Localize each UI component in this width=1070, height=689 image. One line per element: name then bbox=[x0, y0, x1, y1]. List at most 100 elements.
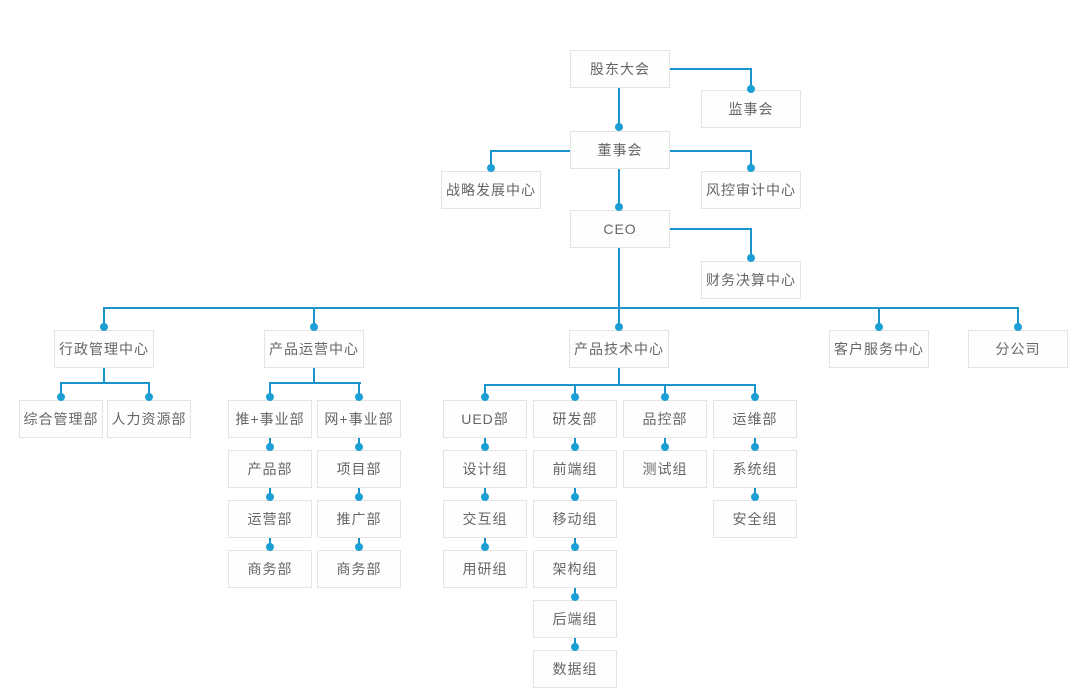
node-board-of-directors: 董事会 bbox=[570, 131, 670, 169]
node-supervisory-board: 监事会 bbox=[701, 90, 801, 128]
node-branch-company: 分公司 bbox=[968, 330, 1068, 368]
connector-line bbox=[358, 488, 360, 497]
connector-dot bbox=[661, 443, 669, 451]
connector-line bbox=[484, 438, 486, 447]
node-operations-dept: 运营部 bbox=[228, 500, 312, 538]
connector-line bbox=[754, 488, 756, 497]
node-admin-center: 行政管理中心 bbox=[54, 330, 154, 368]
connector-dot bbox=[355, 493, 363, 501]
node-wang-division: 网+事业部 bbox=[317, 400, 401, 438]
node-customer-service-center: 客户服务中心 bbox=[829, 330, 929, 368]
node-business-dept-1: 商务部 bbox=[228, 550, 312, 588]
connector-line bbox=[618, 248, 620, 308]
connector-dot bbox=[1014, 323, 1022, 331]
connector-dot bbox=[571, 493, 579, 501]
node-ceo: CEO bbox=[570, 210, 670, 248]
connector-line bbox=[313, 307, 315, 327]
connector-line bbox=[60, 382, 62, 397]
node-user-research-group: 用研组 bbox=[443, 550, 527, 588]
connector-dot bbox=[481, 393, 489, 401]
node-product-dept: 产品部 bbox=[228, 450, 312, 488]
node-hr-dept: 人力资源部 bbox=[107, 400, 191, 438]
connector-line bbox=[618, 169, 620, 207]
connector-line bbox=[574, 538, 576, 547]
connector-line bbox=[574, 384, 576, 397]
connector-line bbox=[574, 588, 576, 597]
node-product-tech-center: 产品技术中心 bbox=[569, 330, 669, 368]
connector-line bbox=[750, 150, 752, 168]
connector-line bbox=[878, 307, 880, 327]
connector-line bbox=[358, 438, 360, 447]
node-general-admin-dept: 综合管理部 bbox=[19, 400, 103, 438]
connector-line bbox=[103, 307, 1019, 309]
connector-line bbox=[664, 438, 666, 447]
node-frontend-group: 前端组 bbox=[533, 450, 617, 488]
connector-dot bbox=[481, 493, 489, 501]
node-project-dept: 项目部 bbox=[317, 450, 401, 488]
connector-dot bbox=[57, 393, 65, 401]
connector-line bbox=[574, 438, 576, 447]
connector-line bbox=[484, 384, 486, 397]
node-ops-maintenance-dept: 运维部 bbox=[713, 400, 797, 438]
node-data-group: 数据组 bbox=[533, 650, 617, 688]
connector-dot bbox=[571, 443, 579, 451]
node-testing-group: 测试组 bbox=[623, 450, 707, 488]
connector-dot bbox=[100, 323, 108, 331]
connector-line bbox=[490, 150, 570, 152]
connector-dot bbox=[266, 543, 274, 551]
connector-line bbox=[269, 438, 271, 447]
connector-line bbox=[269, 382, 361, 384]
connector-dot bbox=[310, 323, 318, 331]
connector-line bbox=[358, 382, 360, 397]
connector-dot bbox=[355, 443, 363, 451]
connector-line bbox=[103, 307, 105, 327]
node-finance-center: 财务决算中心 bbox=[701, 261, 801, 299]
connector-line bbox=[484, 384, 756, 386]
connector-dot bbox=[481, 543, 489, 551]
connector-dot bbox=[747, 254, 755, 262]
connector-line bbox=[670, 68, 752, 70]
connector-line bbox=[484, 488, 486, 497]
connector-line bbox=[754, 384, 756, 397]
connector-dot bbox=[571, 593, 579, 601]
connector-line bbox=[670, 228, 752, 230]
node-product-ops-center: 产品运营中心 bbox=[264, 330, 364, 368]
node-security-group: 安全组 bbox=[713, 500, 797, 538]
connector-dot bbox=[751, 493, 759, 501]
connector-line bbox=[313, 368, 315, 383]
connector-line bbox=[60, 382, 150, 384]
connector-line bbox=[484, 538, 486, 547]
connector-dot bbox=[751, 393, 759, 401]
connector-line bbox=[618, 88, 620, 127]
connector-dot bbox=[661, 393, 669, 401]
connector-dot bbox=[615, 203, 623, 211]
connector-dot bbox=[615, 323, 623, 331]
connector-dot bbox=[751, 443, 759, 451]
connector-dot bbox=[355, 393, 363, 401]
connector-line bbox=[750, 228, 752, 258]
node-qa-dept: 品控部 bbox=[623, 400, 707, 438]
connector-dot bbox=[266, 443, 274, 451]
connector-line bbox=[269, 538, 271, 547]
connector-dot bbox=[266, 493, 274, 501]
node-promotion-dept: 推广部 bbox=[317, 500, 401, 538]
connector-line bbox=[670, 150, 752, 152]
connector-dot bbox=[487, 164, 495, 172]
connector-dot bbox=[266, 393, 274, 401]
connector-dot bbox=[145, 393, 153, 401]
connector-line bbox=[574, 638, 576, 647]
node-rd-dept: 研发部 bbox=[533, 400, 617, 438]
connector-line bbox=[754, 438, 756, 447]
connector-line bbox=[574, 488, 576, 497]
node-risk-audit-center: 风控审计中心 bbox=[701, 171, 801, 209]
connector-line bbox=[618, 307, 620, 327]
node-system-group: 系统组 bbox=[713, 450, 797, 488]
connector-dot bbox=[571, 643, 579, 651]
node-ued-dept: UED部 bbox=[443, 400, 527, 438]
connector-line bbox=[490, 150, 492, 168]
connector-line bbox=[664, 384, 666, 397]
node-mobile-group: 移动组 bbox=[533, 500, 617, 538]
connector-dot bbox=[571, 393, 579, 401]
connector-line bbox=[103, 368, 105, 383]
node-shareholders-meeting: 股东大会 bbox=[570, 50, 670, 88]
